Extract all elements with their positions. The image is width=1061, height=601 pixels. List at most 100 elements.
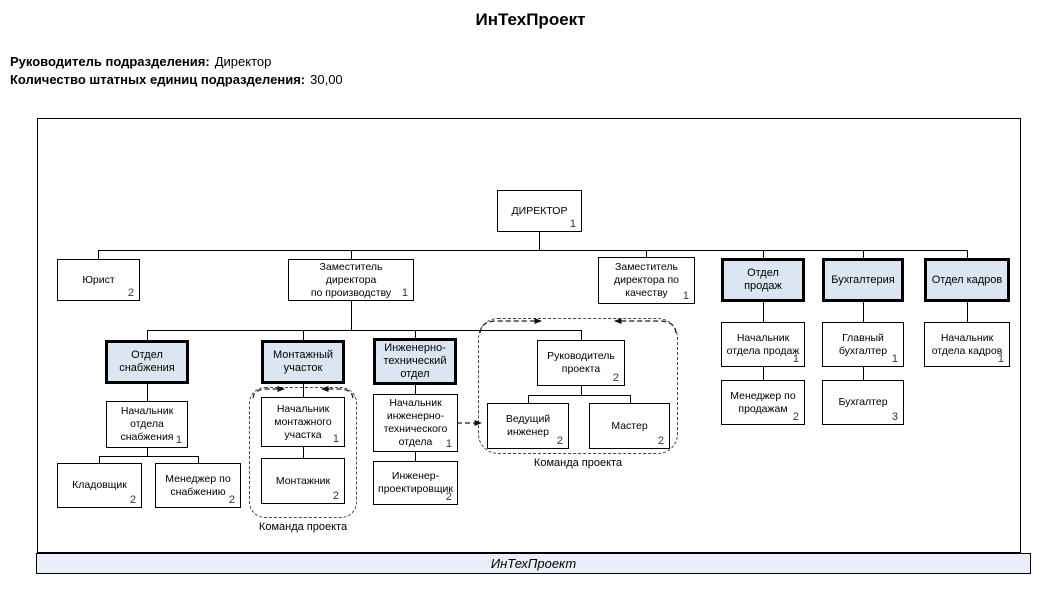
montage-team-label: Команда проекта: [258, 521, 348, 533]
org-node-count: 1: [445, 438, 452, 450]
connector-line: [415, 452, 416, 461]
org-node-count: 1: [891, 353, 898, 365]
connector-line: [967, 302, 968, 322]
org-node-master: Мастер 2: [589, 403, 670, 449]
org-node-count: 2: [445, 491, 452, 503]
org-node-count: 2: [228, 494, 235, 506]
footer-bar: ИнТехПроект: [36, 553, 1031, 574]
connector-line: [147, 330, 582, 331]
unit-head-line: Руководитель подразделения: Директор: [10, 53, 343, 71]
org-node-count: 1: [682, 290, 689, 302]
chart-frame: [37, 118, 1021, 553]
connector-line: [646, 250, 647, 257]
connector-line: [967, 250, 968, 258]
connector-line: [763, 250, 764, 258]
org-node-count: 1: [792, 353, 799, 365]
org-node-count: 1: [997, 353, 1004, 365]
org-node-label: Монтажник: [275, 474, 331, 487]
org-node-sales-dept: Отдел продаж: [721, 258, 805, 302]
org-node-label: Бухгалтер: [838, 396, 888, 408]
org-node-count: 2: [657, 435, 664, 447]
connector-line: [630, 395, 631, 403]
org-node-hr-dept: Отдел кадров: [924, 258, 1010, 302]
org-node-count: 2: [127, 287, 134, 299]
report-title: ИнТехПроект: [475, 10, 586, 29]
connector-line: [351, 301, 352, 330]
connector-line: [539, 232, 540, 250]
connector-line: [99, 456, 100, 463]
org-node-count: 2: [332, 490, 339, 502]
org-node-label: Инженер-проектировщик: [378, 470, 453, 495]
headcount-value: 30,00: [310, 72, 343, 87]
org-node-count: 1: [569, 218, 576, 230]
org-node-label: Отдел кадров: [931, 273, 1003, 286]
footer-title: ИнТехПроект: [490, 556, 577, 571]
connector-line: [863, 367, 864, 380]
org-node-label: Юрист: [82, 273, 115, 286]
headcount-label: Количество штатных единиц подразделения:: [10, 72, 306, 87]
connector-line: [303, 447, 304, 458]
org-node-label: Мастер: [611, 419, 648, 432]
connector-line: [863, 302, 864, 322]
connector-line: [147, 330, 148, 340]
connector-line: [303, 384, 304, 397]
org-node-count: 1: [401, 287, 408, 299]
connector-line: [581, 330, 582, 340]
org-node-count: 2: [792, 411, 799, 423]
org-node-label: Кладовщик: [72, 479, 127, 491]
org-node-count: 1: [332, 433, 339, 445]
connector-line: [581, 386, 582, 395]
connector-line: [99, 456, 199, 457]
headcount-line: Количество штатных единиц подразделения:…: [10, 71, 343, 89]
connector-line: [415, 385, 416, 394]
pm-team-boundary: [478, 318, 678, 454]
connector-line: [415, 330, 416, 338]
unit-head-label: Руководитель подразделения:: [10, 54, 210, 69]
unit-head-value: Директор: [214, 54, 272, 69]
org-node-accounting-dept: Бухгалтерия: [822, 258, 904, 302]
montage-team-boundary: [249, 387, 357, 518]
connector-line: [763, 367, 764, 380]
connector-line: [351, 250, 352, 259]
connector-line: [528, 395, 529, 403]
org-node-count: 2: [129, 494, 136, 506]
org-node-count: 3: [891, 411, 898, 423]
connector-line: [528, 395, 631, 396]
pm-team-label: Команда проекта: [533, 457, 623, 469]
org-node-label: Отдел продаж: [744, 267, 782, 292]
connector-line: [98, 250, 99, 259]
connector-line: [198, 456, 199, 463]
org-node-label: ДИРЕКТОР: [511, 204, 568, 217]
org-node-jurist: Юрист 2: [57, 259, 140, 301]
connector-line: [147, 448, 148, 456]
org-node-count: 2: [612, 372, 619, 384]
connector-line: [147, 384, 148, 401]
